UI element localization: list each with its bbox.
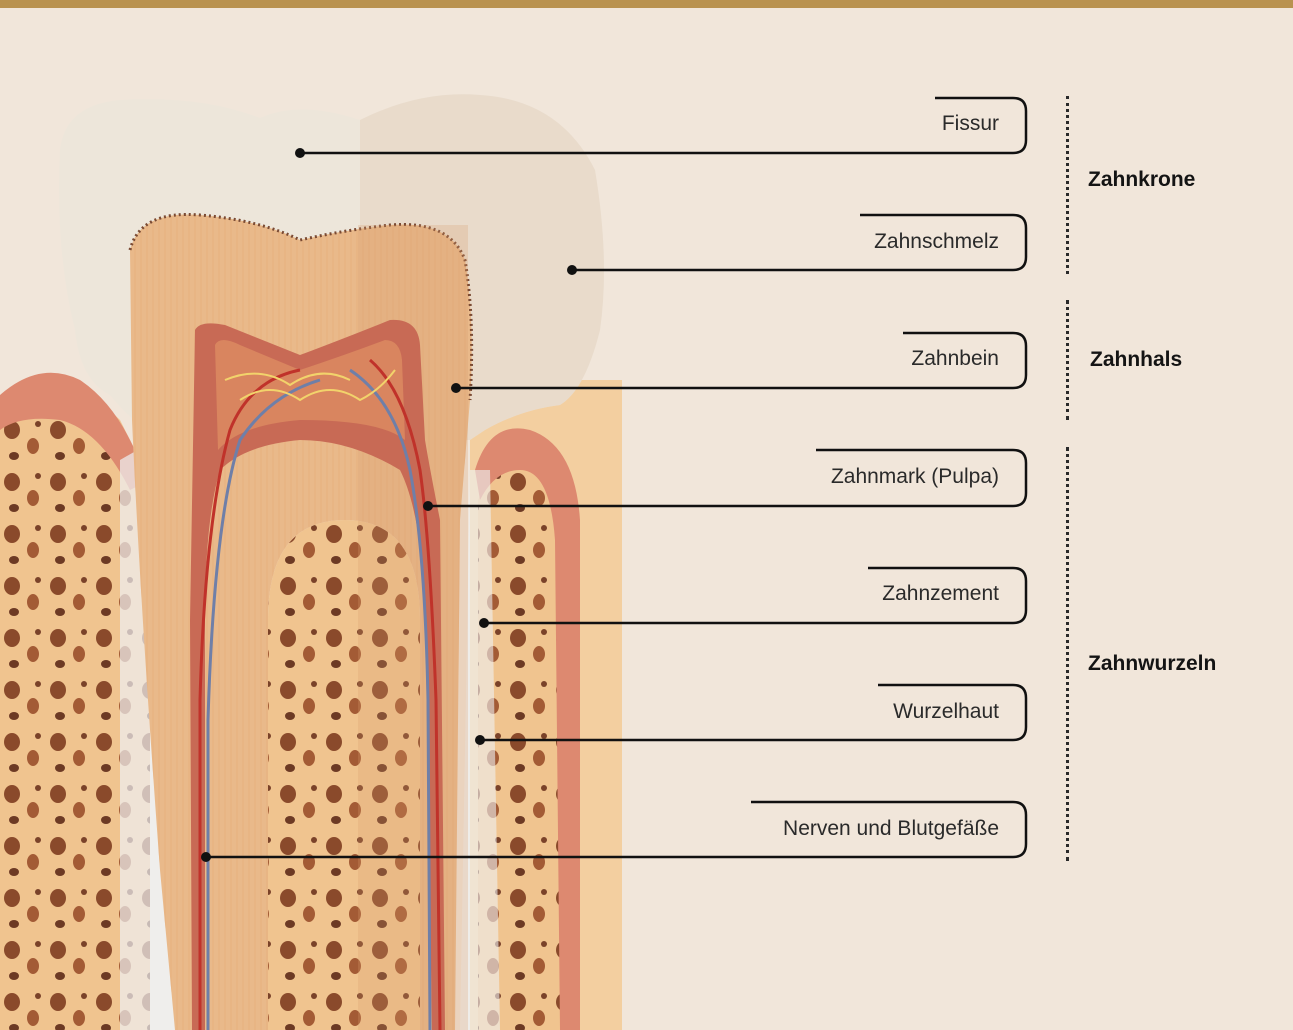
label-zahnmark: Zahnmark (Pulpa) <box>831 465 999 489</box>
label-zahnbein: Zahnbein <box>911 347 999 371</box>
callout-dot-wurzelhaut <box>475 735 485 745</box>
label-wurzelhaut: Wurzelhaut <box>893 700 999 724</box>
callout-dot-zahnzement <box>479 618 489 628</box>
bracket-zahnhals <box>1066 300 1069 420</box>
section-zahnhals: Zahnhals <box>1090 348 1182 372</box>
label-nerven: Nerven und Blutgefäße <box>783 817 999 841</box>
label-fissur: Fissur <box>942 112 999 136</box>
callout-dot-zahnschmelz <box>567 265 577 275</box>
callout-dot-zahnbein <box>451 383 461 393</box>
callout-dot-nerven <box>201 852 211 862</box>
section-zahnwurzeln: Zahnwurzeln <box>1088 652 1216 676</box>
callout-dot-zahnmark <box>423 501 433 511</box>
section-zahnkrone: Zahnkrone <box>1088 168 1195 192</box>
label-zahnschmelz: Zahnschmelz <box>874 230 999 254</box>
label-zahnzement: Zahnzement <box>882 582 999 606</box>
callout-dot-fissur <box>295 148 305 158</box>
bracket-zahnwurzeln <box>1066 447 1069 861</box>
bracket-zahnkrone <box>1066 96 1069 274</box>
